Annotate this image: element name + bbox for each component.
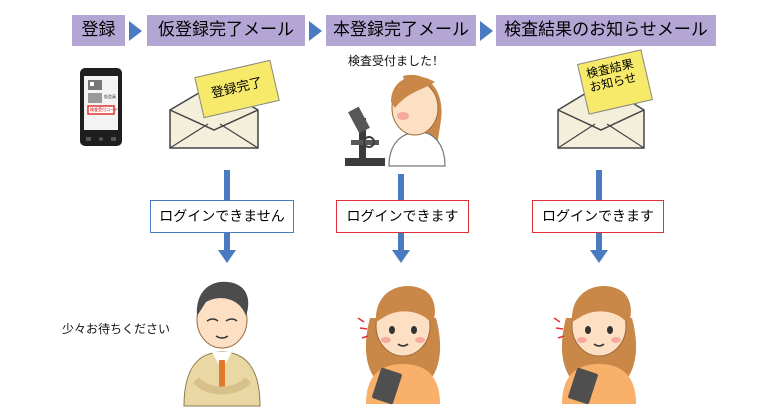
down-arrow-head	[218, 250, 236, 263]
step-result-mail: 検査結果のお知らせメール	[496, 15, 716, 46]
flow-arrow-1	[129, 21, 142, 41]
status-cannot-login: ログインできません	[150, 200, 294, 233]
down-arrow-shaft	[398, 233, 404, 250]
phone-button-label: 検査受付コード	[90, 107, 118, 112]
step-register: 登録	[72, 15, 125, 46]
businessman-illustration	[183, 281, 261, 407]
girl-with-tablet-illustration	[553, 285, 637, 405]
step-main-mail: 本登録完了メール	[326, 15, 476, 46]
down-arrow-shaft	[398, 174, 404, 200]
down-arrow-shaft	[596, 233, 602, 250]
smartphone-icon	[80, 68, 122, 146]
status-can-login-1: ログインできます	[336, 200, 469, 233]
girl-with-tablet-illustration	[357, 285, 441, 405]
phone-screen-label: 仮会員	[104, 94, 116, 99]
wait-caption: 少々お待ちください	[62, 322, 171, 336]
exam-caption: 検査受付ました！	[348, 54, 445, 68]
down-arrow-shaft	[224, 170, 230, 200]
down-arrow-shaft	[596, 170, 602, 200]
status-can-login-2: ログインできます	[532, 200, 664, 233]
step-provisional-mail: 仮登録完了メール	[147, 15, 305, 46]
sticky-note-registered: 登録完了	[194, 59, 280, 119]
flow-arrow-3	[480, 21, 493, 41]
down-arrow-head	[590, 250, 608, 263]
down-arrow-shaft	[224, 233, 230, 250]
down-arrow-head	[392, 250, 410, 263]
flow-arrow-2	[309, 21, 322, 41]
microscope-doctor-illustration	[345, 74, 446, 167]
